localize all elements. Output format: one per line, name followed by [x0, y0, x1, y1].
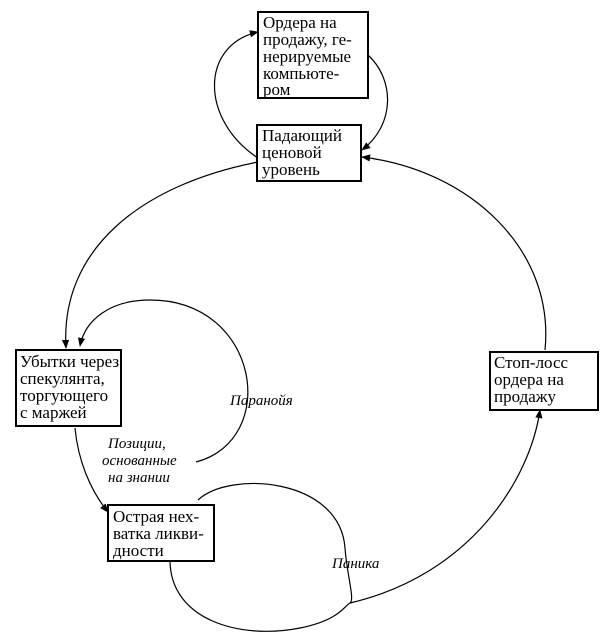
- panic-edge-to-stop-loss: [169, 409, 543, 632]
- label-panic: Паника: [331, 556, 379, 572]
- node-stop-loss: Стоп-лосс ордера на продажу: [489, 351, 599, 411]
- edge-margin-losses-to-liquidity: [74, 427, 109, 513]
- node-falling-price: Падающий ценовой уровень: [256, 124, 362, 182]
- node-sell-orders-computer-text: Ордера на продажу, ге- нерируемые компью…: [263, 13, 356, 99]
- edge-stop-loss-to-price: [361, 154, 547, 351]
- node-falling-price-text: Падающий ценовой уровень: [262, 126, 346, 179]
- edges: [61, 30, 547, 632]
- node-margin-losses-text: Убытки через спекулянта, торгующего с ма…: [20, 352, 123, 422]
- paranoia-loop: [78, 299, 249, 463]
- loop-price-to-computer-orders: [214, 30, 259, 159]
- node-stop-loss-text: Стоп-лосс ордера на продажу: [494, 353, 572, 406]
- node-liquidity-shortage: Острая нех- ватка ликви- дности: [107, 504, 215, 562]
- edge-price-to-margin-losses: [61, 161, 259, 349]
- label-paranoia: Паранойя: [229, 393, 293, 409]
- node-sell-orders-computer: Ордера на продажу, ге- нерируемые компью…: [257, 11, 369, 99]
- node-liquidity-shortage-text: Острая нех- ватка ликви- дности: [113, 507, 208, 560]
- node-margin-losses: Убытки через спекулянта, торгующего с ма…: [15, 349, 123, 427]
- edge-computer-orders-to-price: [361, 54, 389, 151]
- panic-loop-top: [197, 482, 353, 604]
- label-knowledge-positions: Позиции, основанные на знании: [102, 436, 180, 486]
